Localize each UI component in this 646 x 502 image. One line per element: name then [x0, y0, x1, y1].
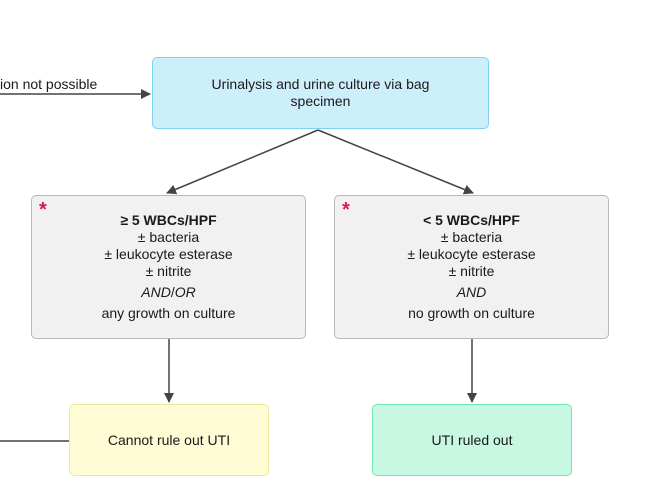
- arrow-top-to-left: [166, 129, 319, 195]
- side-label: ion not possible: [0, 76, 98, 92]
- positive-connector: AND/OR: [141, 284, 196, 300]
- negative-criteria-box: * < 5 WBCs/HPF ± bacteria ± leukocyte es…: [334, 195, 609, 339]
- uti-ruled-out-box: UTI ruled out: [372, 404, 572, 476]
- negative-footer: no growth on culture: [408, 305, 535, 321]
- urinalysis-box: Urinalysis and urine culture via bag spe…: [152, 57, 489, 129]
- positive-criteria-box: * ≥ 5 WBCs/HPF ± bacteria ± leukocyte es…: [31, 195, 306, 339]
- negative-connector: AND: [456, 284, 487, 300]
- cannot-rule-out-text: Cannot rule out UTI: [107, 431, 231, 448]
- uti-ruled-out-text: UTI ruled out: [431, 431, 513, 448]
- arrow-top-to-right: [317, 129, 474, 195]
- negative-heading: < 5 WBCs/HPF: [423, 212, 520, 228]
- asterisk-icon: *: [342, 199, 350, 221]
- cannot-rule-out-box: Cannot rule out UTI: [69, 404, 269, 476]
- positive-line-nitrite: ± nitrite: [145, 263, 192, 279]
- positive-heading: ≥ 5 WBCs/HPF: [120, 212, 217, 228]
- negative-line-nitrite: ± nitrite: [448, 263, 495, 279]
- positive-line-esterase: ± leukocyte esterase: [104, 246, 233, 262]
- negative-line-bacteria: ± bacteria: [440, 229, 503, 245]
- urinalysis-text: Urinalysis and urine culture via bag spe…: [211, 76, 430, 109]
- positive-footer: any growth on culture: [101, 305, 236, 321]
- asterisk-icon: *: [39, 199, 47, 221]
- negative-line-esterase: ± leukocyte esterase: [407, 246, 536, 262]
- positive-line-bacteria: ± bacteria: [137, 229, 200, 245]
